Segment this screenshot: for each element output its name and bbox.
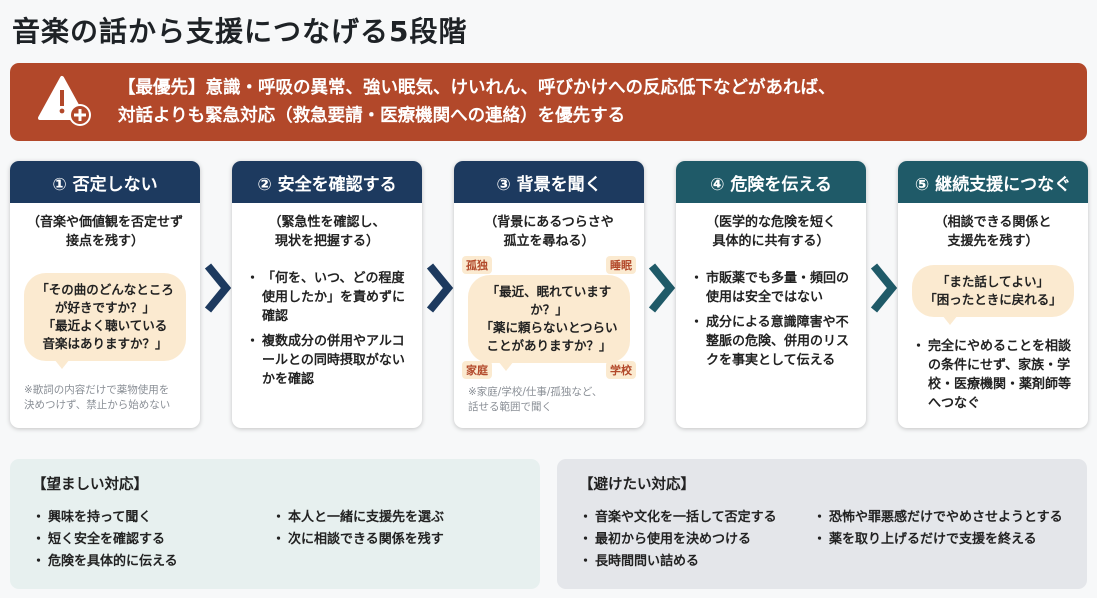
list-item: 次に相談できる関係を残す xyxy=(272,529,444,551)
page-title: 音楽の話から支援につなげる5段階 xyxy=(12,15,468,48)
step-subtitle: （医学的な危険を短く 具体的に共有する） xyxy=(676,213,866,251)
list-item: 最初から使用を決めつける xyxy=(579,529,777,551)
speech-bubble: 「最近、眠れています か？」 「薬に頼らないとつらい ことがありますか？」 xyxy=(468,275,630,371)
chevron-right-icon xyxy=(426,263,454,313)
step-subtitle: （音楽や価値観を否定せず 接点を残す） xyxy=(10,213,200,251)
bubble-line: 音楽はありますか？」 xyxy=(42,336,168,351)
alert-line-2: 対話よりも緊急対応（救急要請・医療機関への連絡）を優先する xyxy=(118,106,626,126)
avoid-actions-panel: 【避けたい対応】 音楽や文化を一括して否定する 最初から使用を決めつける 長時間… xyxy=(557,459,1087,589)
note-line: ※家庭/学校/仕事/孤独など、 xyxy=(468,386,603,398)
step-subtitle-line: 現状を把握する） xyxy=(274,234,379,249)
chevron-right-icon xyxy=(648,263,676,313)
list-item: 「何を、いつ、どの程度使用したか」を責めずに確認 xyxy=(246,269,414,326)
step-bullet-list: 完全にやめることを相談の条件にせず、家族・学校・医療機関・薬剤師等へつなぐ xyxy=(912,337,1080,419)
step-card-2: ② 安全を確認する （緊急性を確認し、 現状を把握する） 「何を、いつ、どの程度… xyxy=(232,161,422,428)
bubble-line: 「最近よく聴いている xyxy=(42,318,168,333)
note-line: 話せる範囲で聞く xyxy=(468,401,552,413)
avoid-list-2: 恐怖や罪悪感だけでやめさせようとする 薬を取り上げるだけで支援を終える xyxy=(813,507,1063,551)
step-subtitle-line: 接点を残す） xyxy=(65,234,144,249)
step-subtitle-line: （相談できる関係と xyxy=(934,215,1052,230)
step-bullet-list: 「何を、いつ、どの程度使用したか」を責めずに確認 複数成分の併用やアルコールとの… xyxy=(246,269,414,395)
bubble-line: 「困ったときに戻れる」 xyxy=(924,292,1062,307)
step-subtitle: （相談できる関係と 支援先を残す） xyxy=(898,213,1088,251)
note-line: 決めつけず、禁止から始めない xyxy=(24,399,171,411)
list-item: 市販薬でも多量・頻回の使用は安全ではない xyxy=(690,269,858,307)
step-subtitle: （緊急性を確認し、 現状を把握する） xyxy=(232,213,422,251)
speech-bubble: 「また話してよい」 「困ったときに戻れる」 xyxy=(912,265,1074,325)
step-subtitle: （背景にあるつらさや 孤立を尋ねる） xyxy=(454,213,644,251)
list-item: 複数成分の併用やアルコールとの同時摂取がないかを確認 xyxy=(246,332,414,389)
list-item: 長時間問い詰める xyxy=(579,551,777,573)
step-card-4: ④ 危険を伝える （医学的な危険を短く 具体的に共有する） 市販薬でも多量・頻回… xyxy=(676,161,866,428)
step-note: ※家庭/学校/仕事/孤独など、 話せる範囲で聞く xyxy=(468,385,602,415)
bubble-line: 「その曲のどんなところ xyxy=(36,282,174,297)
step-bullet-list: 市販薬でも多量・頻回の使用は安全ではない 成分による意識障害や不整脈の危険、併用… xyxy=(690,269,858,376)
step-header: ③ 背景を聞く xyxy=(454,161,644,203)
list-item: 成分による意識障害や不整脈の危険、併用のリスクを事実として伝える xyxy=(690,313,858,370)
list-item: 音楽や文化を一括して否定する xyxy=(579,507,777,529)
topic-tag: 孤独 xyxy=(462,256,492,274)
topic-tag: 家庭 xyxy=(462,361,492,379)
list-item: 短く安全を確認する xyxy=(32,529,178,551)
step-subtitle-line: （背景にあるつらさや xyxy=(484,215,614,230)
chevron-right-icon xyxy=(204,263,232,313)
bubble-line: が好きですか？」 xyxy=(54,300,155,315)
alert-line-1: 【最優先】意識・呼吸の異常、強い眠気、けいれん、呼びかけへの反応低下などがあれば… xyxy=(118,78,836,98)
step-subtitle-line: 孤立を尋ねる） xyxy=(503,234,595,249)
step-subtitle-line: 支援先を残す） xyxy=(947,234,1039,249)
topic-tag: 睡眠 xyxy=(606,256,636,274)
list-item: 興味を持って聞く xyxy=(32,507,178,529)
list-item: 恐怖や罪悪感だけでやめさせようとする xyxy=(813,507,1063,529)
warning-medical-icon xyxy=(38,76,91,126)
step-card-5: ⑤ 継続支援につなぐ （相談できる関係と 支援先を残す） 「また話してよい」 「… xyxy=(898,161,1088,428)
step-subtitle-line: （音楽や価値観を否定せず xyxy=(26,215,183,230)
list-item: 危険を具体的に伝える xyxy=(32,551,178,573)
recommended-actions-panel: 【望ましい対応】 興味を持って聞く 短く安全を確認する 危険を具体的に伝える 本… xyxy=(10,459,540,589)
list-item: 薬を取り上げるだけで支援を終える xyxy=(813,529,1063,551)
step-card-3: ③ 背景を聞く （背景にあるつらさや 孤立を尋ねる） 孤独 睡眠 「最近、眠れて… xyxy=(454,161,644,428)
step-header: ⑤ 継続支援につなぐ xyxy=(898,161,1088,203)
step-header: ② 安全を確認する xyxy=(232,161,422,203)
bubble-line: ことがありますか？」 xyxy=(486,338,612,353)
recommended-list-1: 興味を持って聞く 短く安全を確認する 危険を具体的に伝える xyxy=(32,507,178,573)
topic-tag: 学校 xyxy=(606,361,636,379)
panel-title: 【望ましい対応】 xyxy=(32,477,148,493)
step-header: ① 否定しない xyxy=(10,161,200,203)
step-subtitle-line: （緊急性を確認し、 xyxy=(268,215,386,230)
step-subtitle-line: （医学的な危険を短く xyxy=(705,215,836,230)
panel-title: 【避けたい対応】 xyxy=(579,477,695,493)
emergency-alert-banner: 【最優先】意識・呼吸の異常、強い眠気、けいれん、呼びかけへの反応低下などがあれば… xyxy=(10,63,1087,141)
list-item: 本人と一緒に支援先を選ぶ xyxy=(272,507,444,529)
step-card-1: ① 否定しない （音楽や価値観を否定せず 接点を残す） 「その曲のどんなところ … xyxy=(10,161,200,428)
step-header: ④ 危険を伝える xyxy=(676,161,866,203)
step-note: ※歌詞の内容だけで薬物使用を 決めつけず、禁止から始めない xyxy=(24,383,170,413)
speech-bubble: 「その曲のどんなところ が好きですか？」 「最近よく聴いている 音楽はありますか… xyxy=(24,273,186,369)
bubble-line: 「薬に頼らないとつらい xyxy=(480,320,618,335)
step-subtitle-line: 具体的に共有する） xyxy=(712,234,830,249)
bubble-line: 「最近、眠れています xyxy=(486,284,612,299)
chevron-right-icon xyxy=(870,263,898,313)
list-item: 完全にやめることを相談の条件にせず、家族・学校・医療機関・薬剤師等へつなぐ xyxy=(912,337,1080,413)
avoid-list-1: 音楽や文化を一括して否定する 最初から使用を決めつける 長時間問い詰める xyxy=(579,507,777,573)
bubble-line: 「また話してよい」 xyxy=(936,274,1050,289)
bubble-line: か？」 xyxy=(530,302,568,317)
recommended-list-2: 本人と一緒に支援先を選ぶ 次に相談できる関係を残す xyxy=(272,507,444,551)
note-line: ※歌詞の内容だけで薬物使用を xyxy=(24,384,170,396)
